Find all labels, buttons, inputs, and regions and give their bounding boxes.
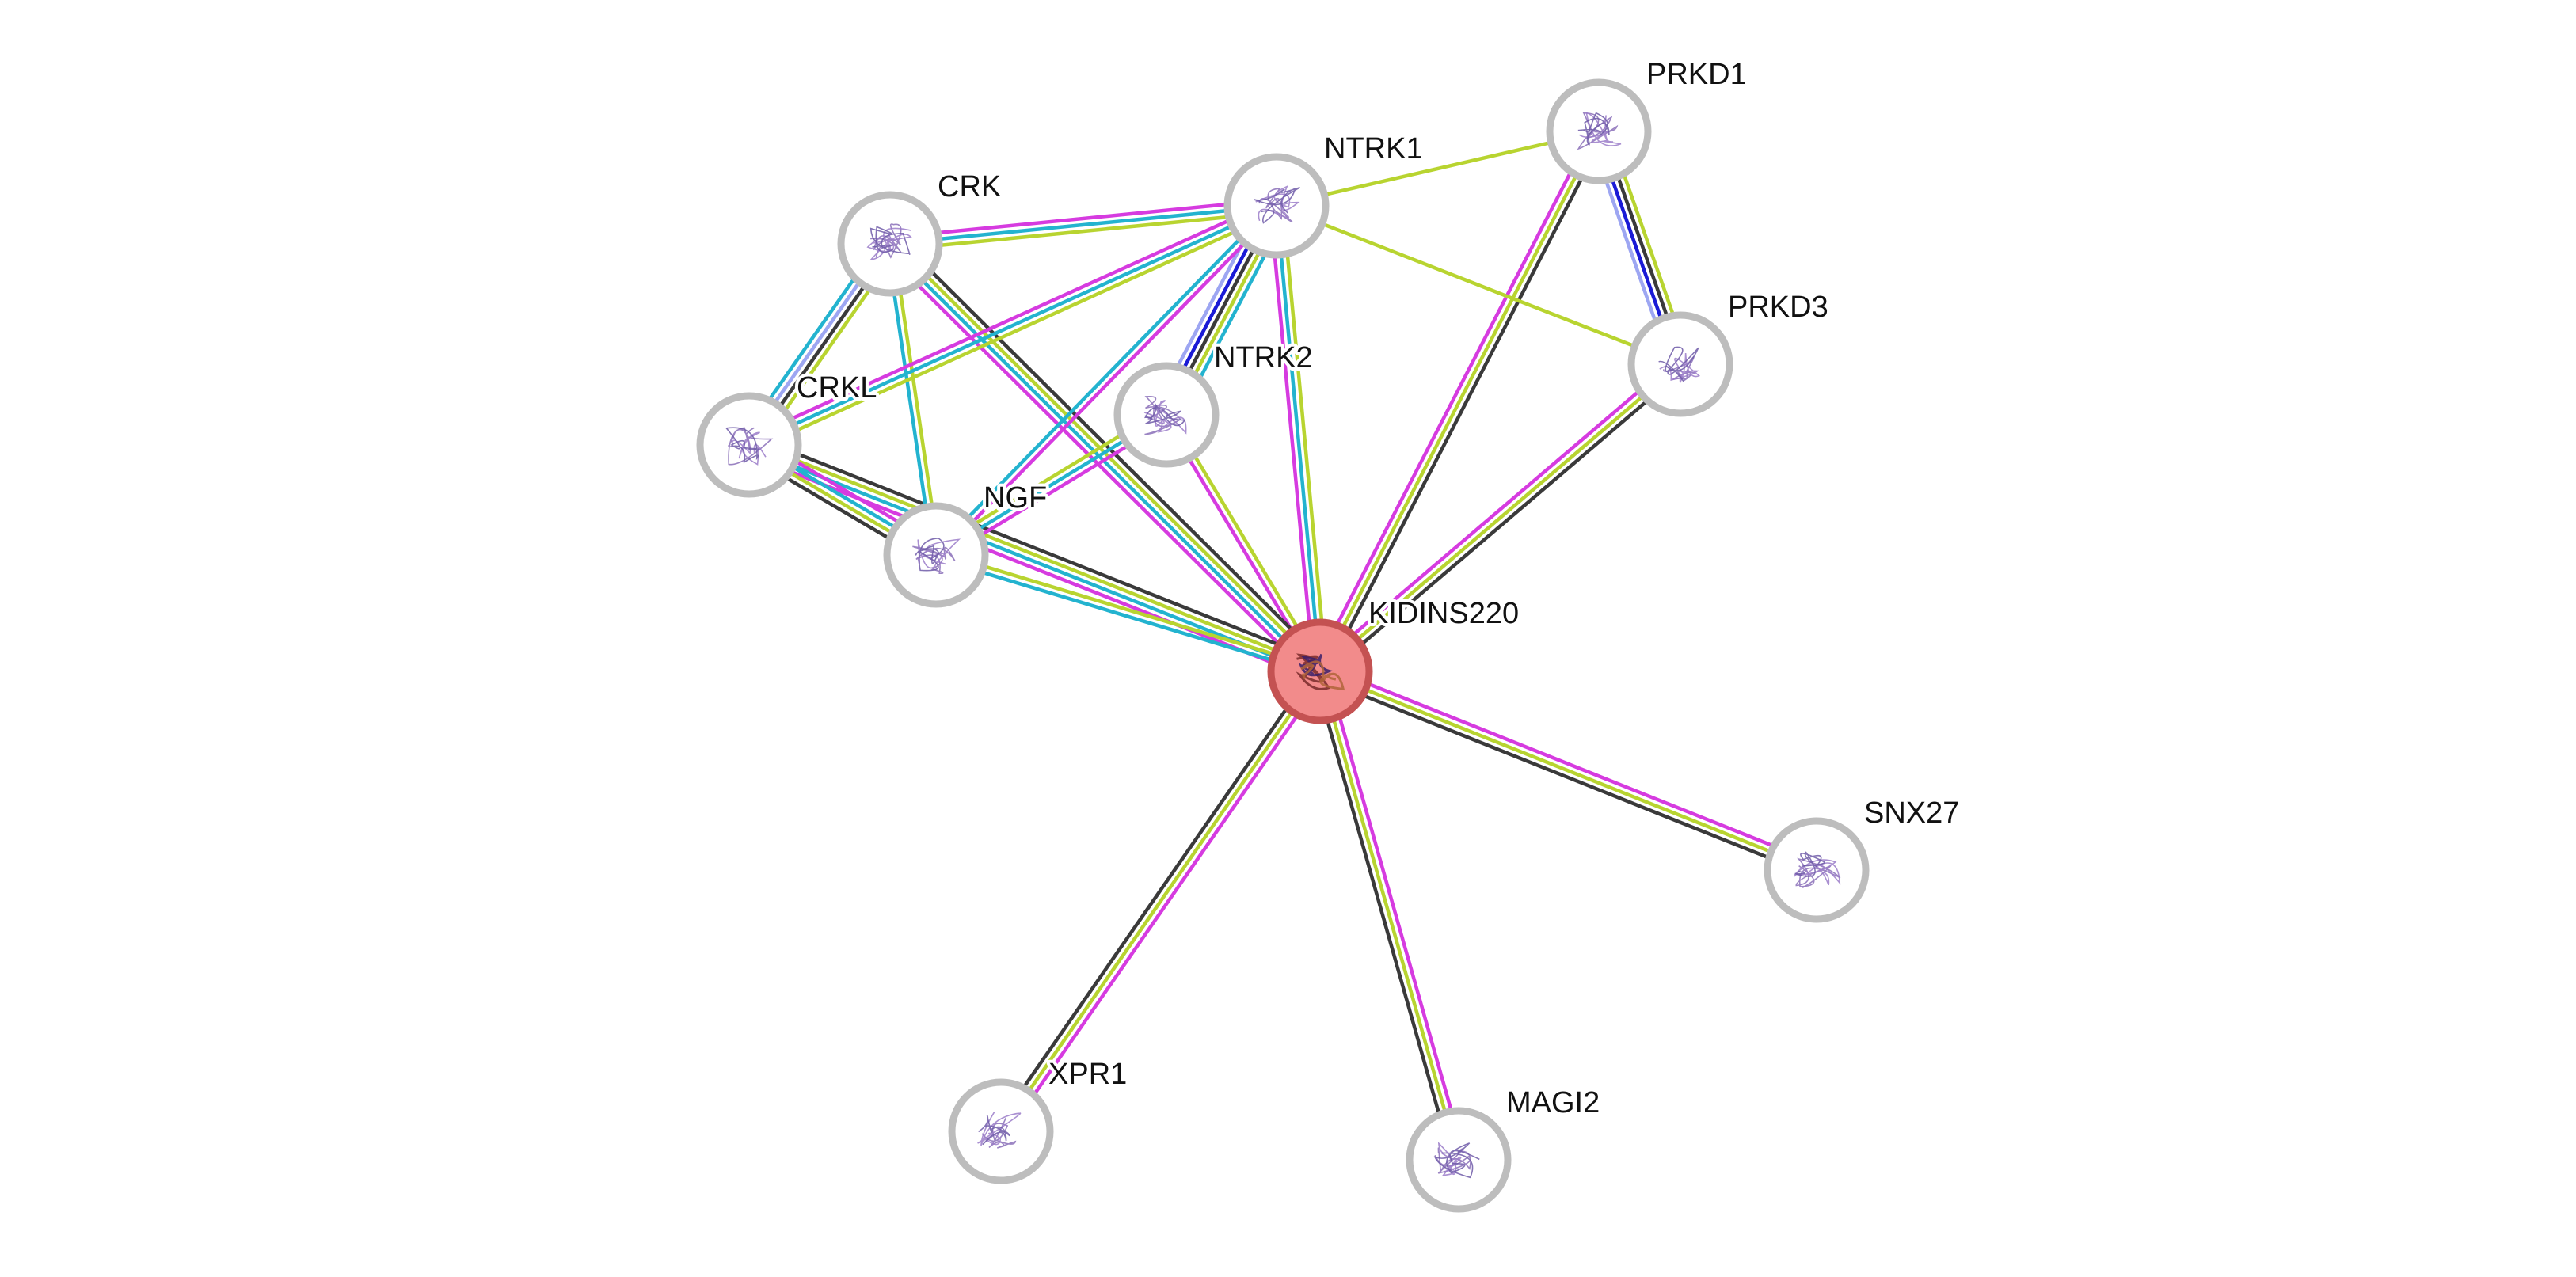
- edge-evidence-databases: [748, 203, 1277, 447]
- edge-ntrk1-ngf[interactable]: [932, 202, 1280, 559]
- edge-ntrk1-prkd1[interactable]: [1276, 129, 1600, 208]
- edge-evidence-textmining: [1318, 671, 1461, 1161]
- node-label: PRKD3: [1728, 291, 1828, 324]
- edge-evidence-databases: [934, 556, 1320, 676]
- edge-evidence-experiments: [1312, 127, 1595, 670]
- node-xpr1[interactable]: XPR1: [948, 1055, 1130, 1184]
- edge-kidins220-ngf[interactable]: [934, 550, 1322, 676]
- node-ngf[interactable]: NGF: [883, 478, 1050, 608]
- node-circle[interactable]: [1627, 311, 1733, 417]
- protein-structure-icon: [1433, 1142, 1480, 1179]
- edge-evidence-experiments: [937, 207, 1280, 559]
- edge-evidence-textmining: [999, 670, 1322, 1133]
- edge-evidence-databases: [1274, 205, 1322, 672]
- node-crkl[interactable]: CRKL: [696, 368, 880, 498]
- edge-evidence-experiments: [888, 197, 1277, 240]
- edge-evidence-experiments: [1315, 358, 1678, 668]
- edge-evidence-textmining: [1319, 669, 1817, 872]
- edge-kidins220-prkd1[interactable]: [1312, 127, 1607, 675]
- node-prkd3[interactable]: PRKD3: [1627, 287, 1832, 417]
- edge-evidence-experiments: [1324, 669, 1467, 1159]
- protein-structure-icon: [1143, 396, 1187, 435]
- node-circle[interactable]: [1113, 362, 1220, 468]
- edge-evidence-experiments: [1004, 674, 1327, 1136]
- node-label: NGF: [984, 481, 1047, 515]
- node-ntrk2[interactable]: NTRK2: [1113, 338, 1316, 468]
- protein-structure-icon: [1296, 653, 1345, 691]
- edge-kidins220-prkd3[interactable]: [1315, 358, 1686, 678]
- node-label: XPR1: [1048, 1058, 1127, 1091]
- node-label: CRKL: [797, 371, 877, 405]
- edge-evidence-textmining: [751, 210, 1280, 453]
- protein-structure-icon: [725, 427, 774, 466]
- edge-kidins220-ntrk1[interactable]: [1268, 205, 1329, 672]
- protein-structure-icon: [1794, 851, 1841, 888]
- node-label: SNX27: [1864, 796, 1959, 830]
- edge-evidence-experiments: [1268, 206, 1316, 672]
- node-label: NTRK2: [1214, 341, 1313, 374]
- protein-structure-icon: [1577, 112, 1622, 150]
- edge-evidence-experiments: [1322, 663, 1820, 866]
- query-node-circle[interactable]: [1267, 618, 1373, 724]
- node-circle[interactable]: [1764, 817, 1870, 923]
- edge-evidence-coexpression: [751, 434, 1325, 664]
- node-label: KIDINS220: [1368, 597, 1519, 630]
- edge-evidence-databases: [747, 446, 1320, 676]
- edge-evidence-textmining: [1318, 130, 1600, 673]
- edge-evidence-coexpression: [994, 667, 1317, 1129]
- protein-structure-icon: [1658, 346, 1701, 385]
- edge-evidence-coexpression: [1317, 675, 1815, 878]
- node-prkd1[interactable]: PRKD1: [1546, 55, 1750, 184]
- edge-evidence-textmining: [1280, 205, 1329, 671]
- edge-evidence-databases: [932, 202, 1276, 554]
- protein-structure-icon: [1254, 185, 1300, 224]
- edge-kidins220-crkl[interactable]: [744, 434, 1325, 682]
- node-label: NTRK1: [1324, 132, 1423, 165]
- node-circle[interactable]: [837, 191, 943, 297]
- edge-evidence-textmining: [936, 550, 1322, 671]
- edge-evidence-coexpression: [1322, 367, 1686, 678]
- protein-structure-icon: [977, 1112, 1022, 1149]
- edge-evidence-coexpression: [1312, 672, 1455, 1162]
- edge-evidence-textmining: [891, 240, 1324, 671]
- protein-structure-icon: [912, 538, 961, 575]
- edge-kidins220-magi2[interactable]: [1312, 669, 1467, 1162]
- node-kidins220[interactable]: KIDINS220: [1267, 594, 1522, 724]
- edge-ntrk1-prkd3[interactable]: [1276, 203, 1681, 367]
- edge-evidence-textmining: [1276, 203, 1681, 367]
- edge-evidence-textmining: [749, 440, 1322, 671]
- edge-evidence-experiments: [745, 198, 1275, 441]
- edge-kidins220-snx27[interactable]: [1317, 663, 1820, 878]
- edge-evidence-databases: [889, 203, 1277, 246]
- edge-evidence-coexpression: [1324, 133, 1607, 675]
- node-ntrk1[interactable]: NTRK1: [1223, 129, 1426, 259]
- node-label: PRKD1: [1646, 58, 1747, 91]
- node-label: CRK: [938, 170, 1001, 203]
- edge-evidence-textmining: [1276, 129, 1600, 208]
- protein-structure-icon: [866, 223, 912, 260]
- edge-kidins220-xpr1[interactable]: [994, 667, 1327, 1136]
- edge-evidence-coexpression: [895, 235, 1329, 667]
- edge-crk-ntrk1[interactable]: [888, 197, 1278, 253]
- node-crk[interactable]: CRK: [837, 167, 1004, 297]
- edge-evidence-textmining: [1318, 363, 1682, 673]
- node-magi2[interactable]: MAGI2: [1406, 1083, 1603, 1213]
- edge-crkl-ntrk1[interactable]: [745, 198, 1280, 453]
- node-snx27[interactable]: SNX27: [1764, 793, 1962, 923]
- edge-evidence-textmining: [890, 210, 1278, 253]
- node-label: MAGI2: [1506, 1086, 1600, 1119]
- edge-evidence-experiments: [744, 452, 1318, 682]
